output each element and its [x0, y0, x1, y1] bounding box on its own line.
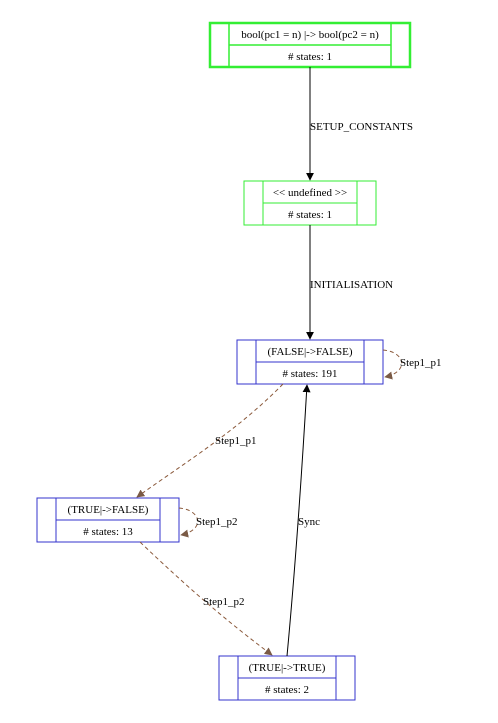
edge-setup-constants[interactable]: SETUP_CONSTANTS	[306, 67, 413, 181]
node-false-false[interactable]: (FALSE|->FALSE) # states: 191	[236, 339, 384, 385]
edge-step1-p1-self-loop[interactable]: Step1_p1	[382, 349, 442, 380]
edge-line	[286, 384, 311, 657]
node-label: (TRUE|->TRUE)	[249, 662, 326, 674]
edge-label: Step1_p2	[196, 516, 238, 528]
edge-step1-p1[interactable]: Step1_p1	[136, 383, 284, 498]
edge-line	[136, 383, 284, 498]
node-state-count: # states: 1	[288, 209, 332, 221]
edge-label: Sync	[298, 516, 320, 528]
edge-line	[139, 541, 273, 656]
node-label: << undefined >>	[273, 187, 347, 199]
node-bool-pc1-pc2[interactable]: bool(pc1 = n) |-> bool(pc2 = n) # states…	[208, 21, 412, 69]
node-state-count: # states: 13	[83, 526, 133, 538]
edge-sync[interactable]: Sync	[286, 384, 320, 657]
node-undefined[interactable]: << undefined >> # states: 1	[243, 180, 377, 226]
node-label: (FALSE|->FALSE)	[268, 346, 353, 358]
edge-line	[382, 349, 403, 380]
edge-step1-p2[interactable]: Step1_p2	[139, 541, 273, 656]
edge-label: SETUP_CONSTANTS	[310, 121, 413, 133]
node-label: bool(pc1 = n) |-> bool(pc2 = n)	[241, 29, 379, 41]
edge-initialisation[interactable]: INITIALISATION	[306, 225, 393, 340]
node-border	[236, 339, 384, 385]
edge-line	[178, 507, 199, 538]
edge-label: Step1_p1	[400, 357, 442, 369]
edge-label: Step1_p2	[203, 596, 245, 608]
node-true-true[interactable]: (TRUE|->TRUE) # states: 2	[218, 655, 356, 701]
edge-step1-p2-self-loop[interactable]: Step1_p2	[178, 507, 238, 538]
edge-label: Step1_p1	[215, 435, 257, 447]
node-state-count: # states: 1	[288, 51, 332, 63]
node-state-count: # states: 2	[265, 684, 309, 696]
node-border	[36, 497, 180, 543]
node-state-count: # states: 191	[283, 368, 338, 380]
node-label: (TRUE|->FALSE)	[68, 504, 149, 516]
node-true-false[interactable]: (TRUE|->FALSE) # states: 13	[36, 497, 180, 543]
edge-label: INITIALISATION	[310, 279, 393, 291]
